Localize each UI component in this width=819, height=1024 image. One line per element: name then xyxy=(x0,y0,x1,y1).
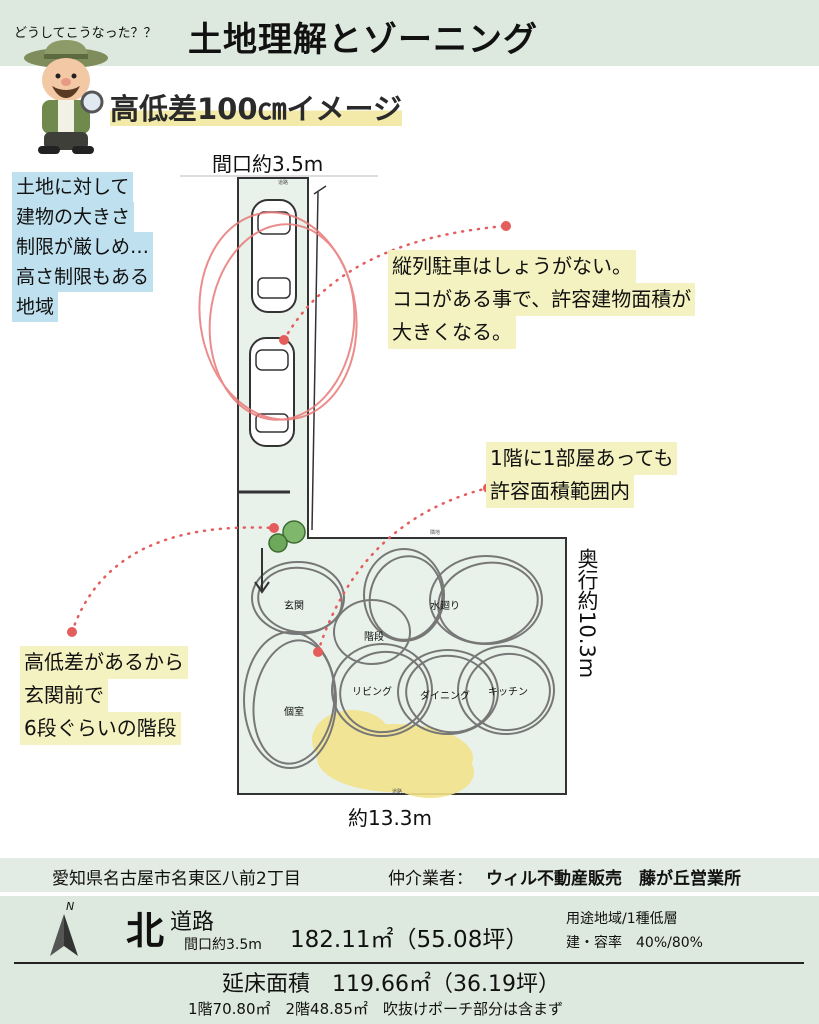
driveway-corner xyxy=(313,185,327,195)
note-room: 1階に1部屋あっても 許容面積範囲内 xyxy=(486,442,678,508)
car-icon xyxy=(251,199,297,313)
road-label-tiny: 道路 xyxy=(278,180,289,186)
floor-area-breakdown: 1階70.80㎡ 2階48.85㎡ 吹抜けポーチ部分は含まず xyxy=(188,1000,563,1018)
entrance-arrow-icon xyxy=(254,548,270,594)
header-band xyxy=(0,0,819,66)
header-kicker: どうしてこうなった？？ xyxy=(14,26,157,41)
zone-kitchen: キッチン xyxy=(488,687,528,698)
zoning-bubbles xyxy=(243,548,555,769)
agent-label: 仲介業者： xyxy=(388,869,473,889)
page-title: 土地理解とゾーニング xyxy=(188,20,538,60)
info-band xyxy=(0,858,819,892)
frontage-dimension: 間口約3.5m xyxy=(212,152,324,176)
driveway-edge xyxy=(311,191,319,531)
tree-icon xyxy=(268,520,306,553)
zone-stairs: 階段 xyxy=(364,632,384,643)
compass-north-icon xyxy=(50,914,78,956)
explorer-character-icon xyxy=(24,40,108,154)
pointer-lines xyxy=(70,224,508,654)
coverage-ratio: 建・容率 40%/80% xyxy=(566,935,703,951)
section-subtitle: 高低差100㎝イメージ xyxy=(110,92,402,126)
land-area: 182.11㎡（55.08坪） xyxy=(290,927,529,953)
note-stairs: 高低差があるから 玄関前で 6段ぐらいの階段 xyxy=(20,646,188,745)
summary-divider xyxy=(14,962,804,964)
neighbor-label-tiny: 隣地 xyxy=(430,530,441,536)
compass-label: N xyxy=(66,900,75,913)
porch-area xyxy=(312,710,474,798)
zone-living: リビング xyxy=(352,687,392,698)
car-icon xyxy=(249,337,295,447)
parking-highlight-circle xyxy=(198,211,358,421)
pointer-dots xyxy=(67,221,511,657)
lot-outline xyxy=(237,177,567,795)
note-parking: 縦列駐車はしょうがない。 ココがある事で、許容建物面積が 大きくなる。 xyxy=(388,250,696,349)
zone-water: 水廻り xyxy=(430,601,460,612)
zone-bedroom: 個室 xyxy=(284,707,304,718)
floor-area-total: 延床面積 119.66㎡（36.19坪） xyxy=(222,972,560,997)
road-label-bottom-tiny: 道路 xyxy=(392,789,403,795)
zoning-type: 用途地域/1種低層 xyxy=(566,911,678,927)
depth-dimension: 奥行約10.3m xyxy=(575,548,599,679)
summary-frontage: 間口約3.5m xyxy=(184,937,262,953)
property-address: 愛知県名古屋市名東区八前2丁目 xyxy=(52,869,301,889)
agent-name: ウィル不動産販売 藤が丘営業所 xyxy=(486,869,741,889)
direction-label: 北 xyxy=(126,909,165,953)
note-land-restrictions: 土地に対して 建物の大きさ 制限が厳しめ… 高さ制限もある 地域 xyxy=(12,172,154,322)
width-dimension: 約13.3m xyxy=(348,806,433,830)
zone-dining: ダイニング xyxy=(420,691,470,702)
zone-entrance: 玄関 xyxy=(284,601,304,612)
site-plan xyxy=(67,175,567,798)
summary-band xyxy=(0,896,819,1024)
road-label: 道路 xyxy=(170,910,215,935)
